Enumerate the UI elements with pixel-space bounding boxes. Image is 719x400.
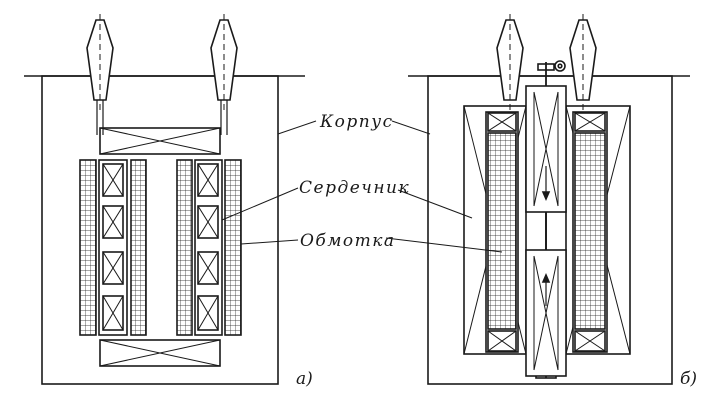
housing-b	[427, 75, 673, 385]
core-column-a2	[130, 159, 147, 336]
bushing-a-left	[86, 14, 114, 135]
figure-b	[408, 14, 690, 385]
label-core: Сердечник	[299, 178, 410, 198]
core-column-a1	[79, 159, 97, 336]
leader-core-right	[397, 189, 473, 219]
switch-box-b-bottom	[525, 249, 567, 377]
core-column-a4	[224, 159, 242, 336]
bushing-b-right	[569, 14, 597, 110]
yoke-a-bottom	[99, 339, 221, 367]
leader-housing-right	[391, 120, 431, 135]
winding-stack-a-right	[194, 159, 223, 336]
core-b-right	[572, 111, 608, 353]
housing-a	[41, 75, 279, 385]
yoke-a-top	[99, 127, 221, 155]
label-winding: Обмотка	[300, 231, 396, 251]
caption-a: а)	[296, 369, 313, 389]
leader-core-left	[221, 187, 299, 221]
core-b-left	[485, 111, 519, 353]
label-housing: Корпус	[319, 112, 394, 132]
caption-b: б)	[680, 369, 697, 389]
leader-winding-left	[240, 239, 299, 245]
core-column-a3	[176, 159, 193, 336]
figure-a	[24, 14, 305, 385]
bushing-b-left	[496, 14, 524, 110]
leader-winding-right	[385, 237, 503, 253]
leader-housing-left	[277, 120, 317, 135]
winding-stack-a-left	[98, 159, 128, 336]
leader-lines	[221, 120, 503, 253]
switch-box-b-top	[525, 85, 567, 213]
bushing-a-right	[210, 14, 238, 135]
